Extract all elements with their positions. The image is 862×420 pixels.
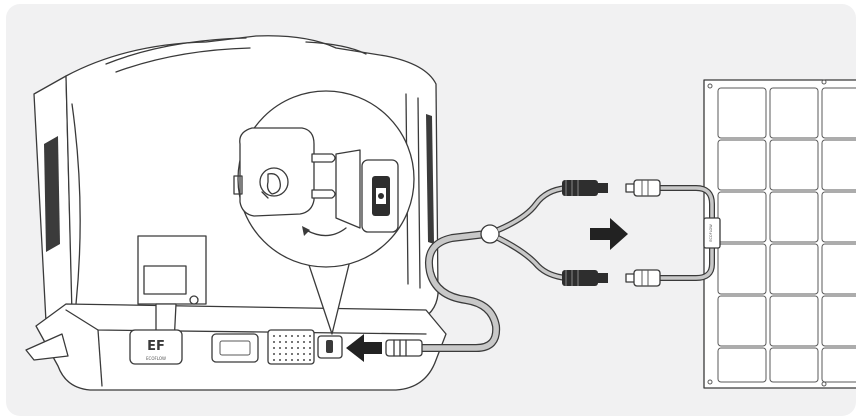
illustration-frame: EF ECOFLOW xyxy=(6,4,856,416)
mc4-connector-bottom xyxy=(562,270,608,286)
vent-grille xyxy=(268,330,314,364)
brand-logo-text: EF xyxy=(147,339,165,354)
panel-mc4-top xyxy=(626,180,660,196)
handle-slot xyxy=(212,334,258,362)
brand-sub-text: ECOFLOW xyxy=(146,356,166,361)
splitter-node xyxy=(481,225,499,243)
connect-arrow xyxy=(590,218,628,250)
junction-box-label: ECOFLOW xyxy=(709,224,713,242)
connection-diagram: EF ECOFLOW xyxy=(6,4,856,416)
panel-mc4-bottom xyxy=(626,270,660,286)
xt60-plug xyxy=(386,340,422,356)
mc4-connector-top xyxy=(562,180,608,196)
solar-panel: ECOFLOW xyxy=(626,80,856,388)
